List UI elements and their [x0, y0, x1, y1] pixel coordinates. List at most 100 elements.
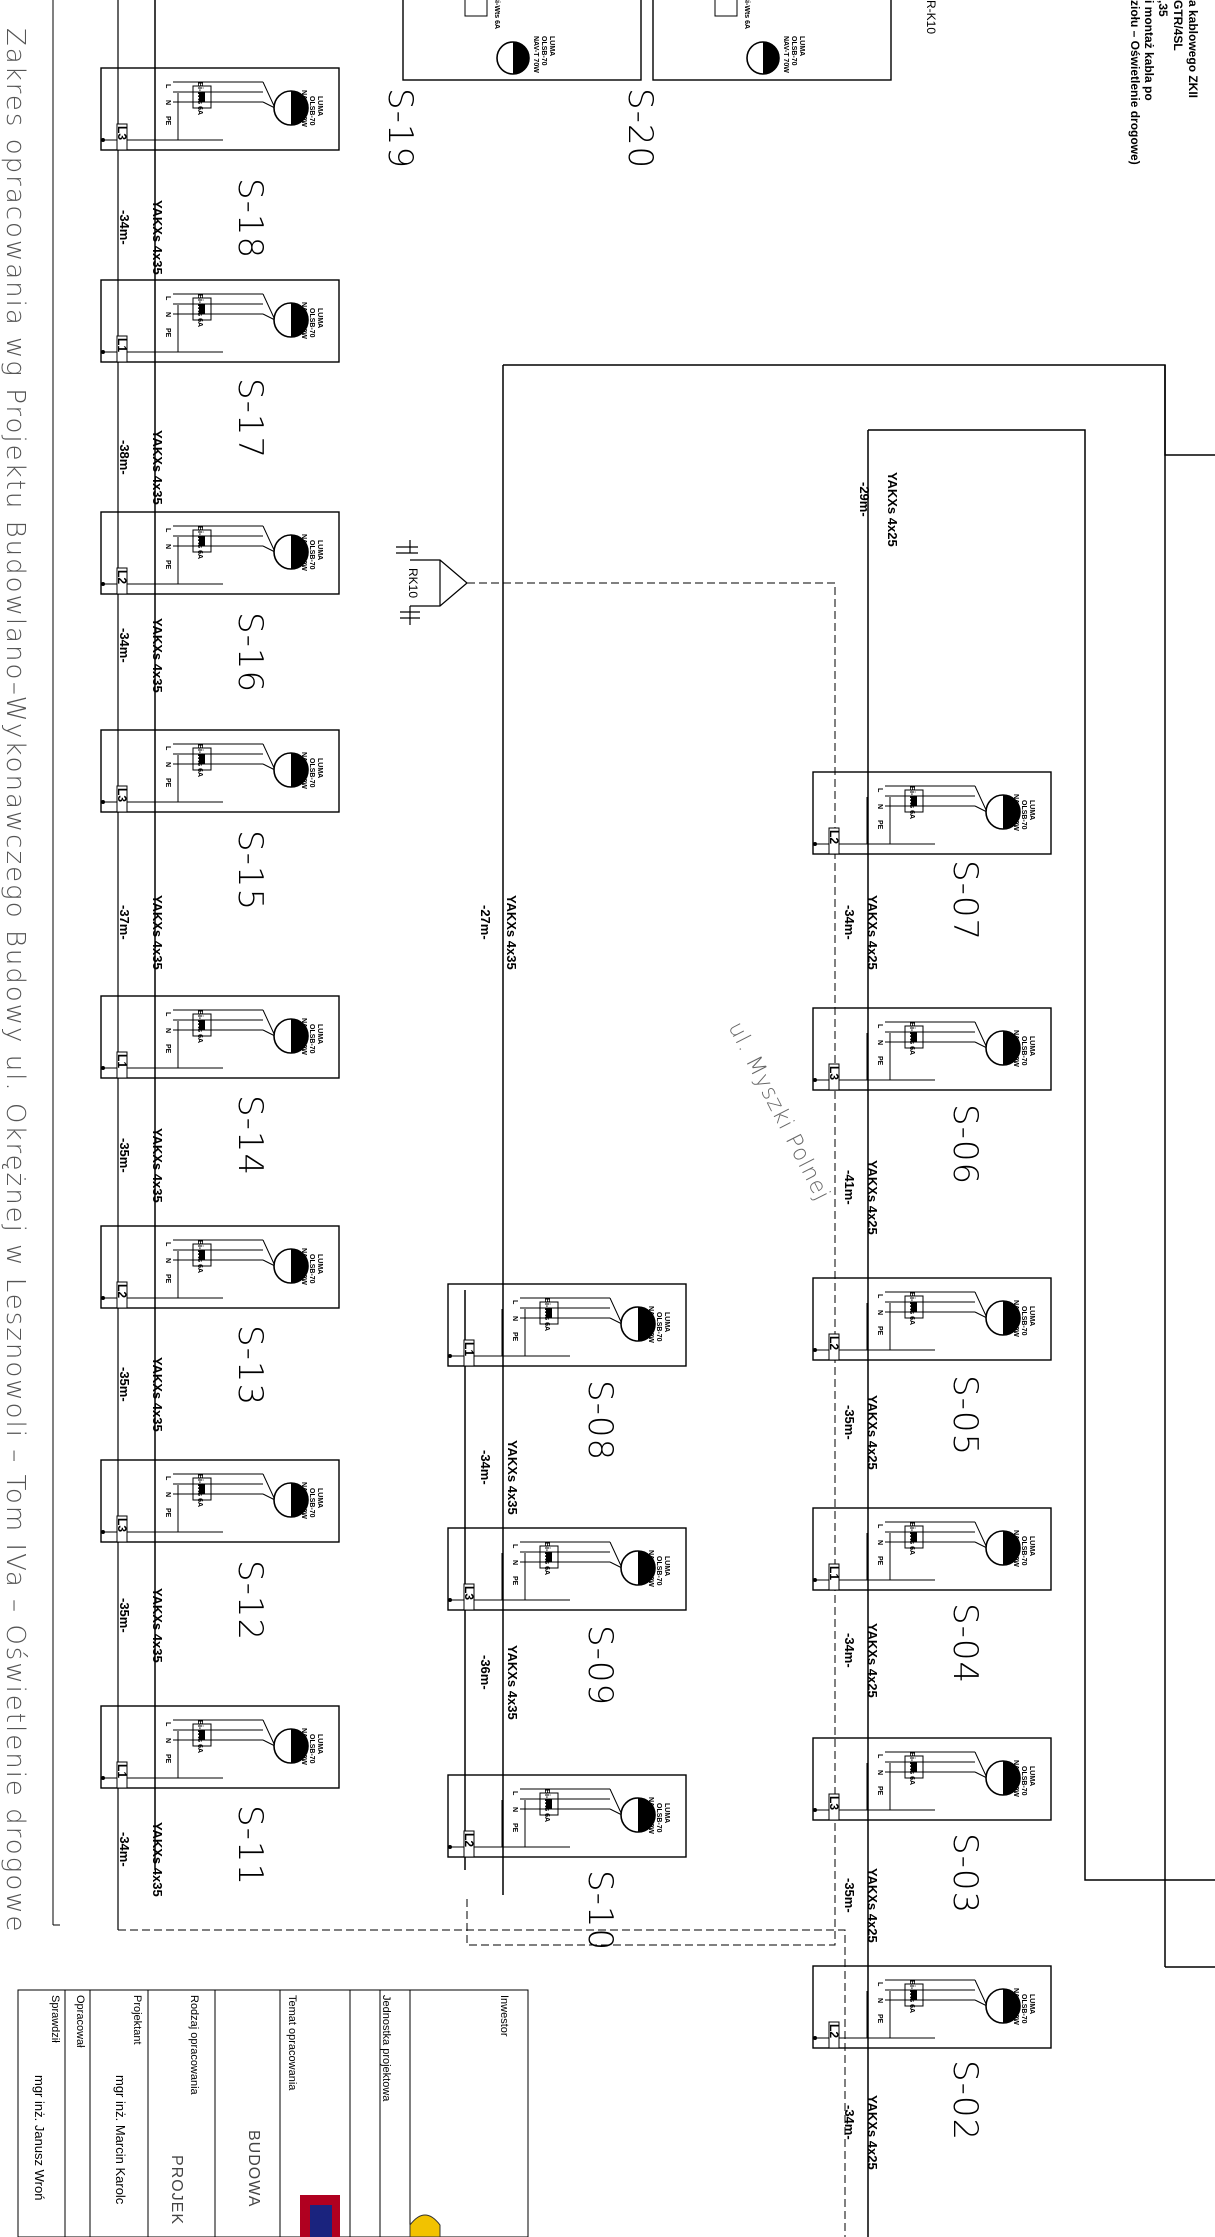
pole-id-label: S-05 [945, 1375, 985, 1457]
pin-label: PE [876, 1056, 883, 1066]
pin-label: N [164, 1028, 171, 1034]
fuse-label: Bi-Wts 6A [543, 1789, 550, 1823]
cable-label: YAKXs 4x25 [865, 1623, 880, 1698]
lamp-label: NAV-T 70W [300, 752, 307, 789]
pole-id-label: S-06 [945, 1104, 985, 1186]
lamp-label: LUMA [316, 308, 323, 329]
pin-label: L [164, 84, 171, 89]
lamp-label: LUMA [316, 96, 323, 117]
fuse-label: Bi-Wts 6A [908, 1522, 915, 1556]
pole-id-label: S-20 [620, 88, 660, 170]
pin-label: L [876, 1524, 883, 1529]
phase-label: L2 [115, 570, 129, 585]
lamp-label: LUMA [1028, 1306, 1035, 1327]
cable-label: YAKXs 4x35 [505, 1440, 520, 1515]
phase-label: L2 [827, 2024, 841, 2039]
pole-id-label: S-04 [945, 1603, 985, 1685]
pole-id-label: S-10 [580, 1870, 620, 1952]
lamp-label: LUMA [663, 1803, 670, 1824]
cable-label: YAKXs 4x25 [865, 1868, 880, 1943]
lamp-label: OLSB-70 [790, 36, 797, 66]
pole-box-s-17 [100, 279, 340, 363]
phase-label: L3 [827, 1796, 841, 1811]
pole-box-s-19 [402, 0, 642, 81]
fuse-label: Bi-Wts 6A [543, 1542, 550, 1576]
lamp-label: NAV-T 70W [1012, 1988, 1019, 2025]
lamp-label: NAV-T 70W [300, 90, 307, 127]
tb-prepared-label: Opracował [74, 1995, 86, 2048]
fuse-label: Bi-Wts 6A [543, 1298, 550, 1332]
lamp-label: NAV-T 70W [532, 36, 539, 73]
fuse-label: Bi-Wts 6A [196, 1474, 203, 1508]
length-label: -34m- [117, 1832, 132, 1867]
pin-label: N [164, 1738, 171, 1744]
lamp-label: OLSB-70 [308, 540, 315, 570]
cable-label: YAKXs 4x25 [865, 1395, 880, 1470]
pin-label: L [164, 1012, 171, 1017]
phase-label: L3 [115, 1518, 129, 1533]
pin-label: L [511, 1544, 518, 1549]
lamp-label: LUMA [663, 1312, 670, 1333]
lamp-label: OLSB-70 [308, 758, 315, 788]
header-rk-label: R-K10 [924, 0, 938, 35]
header-note-3: ,35 [1156, 0, 1170, 17]
pole-box-s-18 [100, 67, 340, 151]
logo-marks [300, 2195, 441, 2237]
pin-label: L [876, 1294, 883, 1299]
length-label: -35m- [842, 1878, 857, 1913]
pin-label: PE [876, 1786, 883, 1796]
cable-label: YAKXs 4x35 [505, 1645, 520, 1720]
pin-label: L [164, 528, 171, 533]
phase-label: L2 [827, 830, 841, 845]
pole-id-label: S-14 [230, 1095, 270, 1177]
pin-label: L [164, 1476, 171, 1481]
header-note-1: a kablowego ZKII [1186, 0, 1200, 99]
pin-label: N [164, 544, 171, 550]
pin-label: PE [164, 1044, 171, 1054]
header-note-4: i montaż kabla po [1142, 0, 1156, 101]
pole-box-s-13 [100, 1225, 340, 1309]
pole-id-label: S-09 [580, 1625, 620, 1707]
pole-box-s-16 [100, 511, 340, 595]
pole-id-label: S-08 [580, 1380, 620, 1462]
pole-box-s-04 [812, 1507, 1052, 1591]
pole-box-s-02 [812, 1965, 1052, 2049]
feeder-cable-label: YAKXs 4x35 [504, 895, 519, 970]
tb-unit-label: Jednostka projektowa [380, 1995, 392, 2102]
cable-label: YAKXs 4x35 [150, 895, 165, 970]
lamp-label: LUMA [1028, 1994, 1035, 2015]
length-label: -37m- [117, 905, 132, 940]
pin-label: N [876, 1540, 883, 1546]
lamp-label: OLSB-70 [655, 1556, 662, 1586]
tb-checked-value: mgr inż. Janusz Wroń [32, 2075, 47, 2201]
cable-label: YAKXs 4x35 [150, 1357, 165, 1432]
pole-box-s-05 [812, 1277, 1052, 1361]
pin-label: N [164, 1258, 171, 1264]
pin-label: N [164, 762, 171, 768]
header-note-2: GTR/4SL [1171, 0, 1185, 51]
pin-label: PE [164, 1754, 171, 1764]
tb-type-label: Rodzaj opracowania [188, 1995, 200, 2095]
lamp-label: LUMA [316, 758, 323, 779]
phase-label: L3 [115, 126, 129, 141]
lamp-label: NAV-T 70W [1012, 794, 1019, 831]
tb-type-value: PROJEK [168, 2155, 185, 2226]
fuse-label: Bi-Wts 6A [196, 294, 203, 328]
pin-label: PE [511, 1332, 518, 1342]
tb-checked-label: Sprawdził [49, 1995, 61, 2043]
pole-box-s-11 [100, 1705, 340, 1789]
lamp-label: LUMA [1028, 1766, 1035, 1787]
lamp-label: LUMA [1028, 1036, 1035, 1057]
pin-label: PE [164, 1508, 171, 1518]
phase-label: L1 [115, 338, 129, 353]
length-label: -34m- [842, 1633, 857, 1668]
length-label: -36m- [478, 1655, 493, 1690]
pin-label: N [876, 804, 883, 810]
lamp-label: LUMA [663, 1556, 670, 1577]
pin-label: PE [876, 2014, 883, 2024]
phase-label: L2 [115, 1284, 129, 1299]
pin-label: PE [876, 820, 883, 830]
pin-label: L [876, 788, 883, 793]
pole-box-s-15 [100, 729, 340, 813]
